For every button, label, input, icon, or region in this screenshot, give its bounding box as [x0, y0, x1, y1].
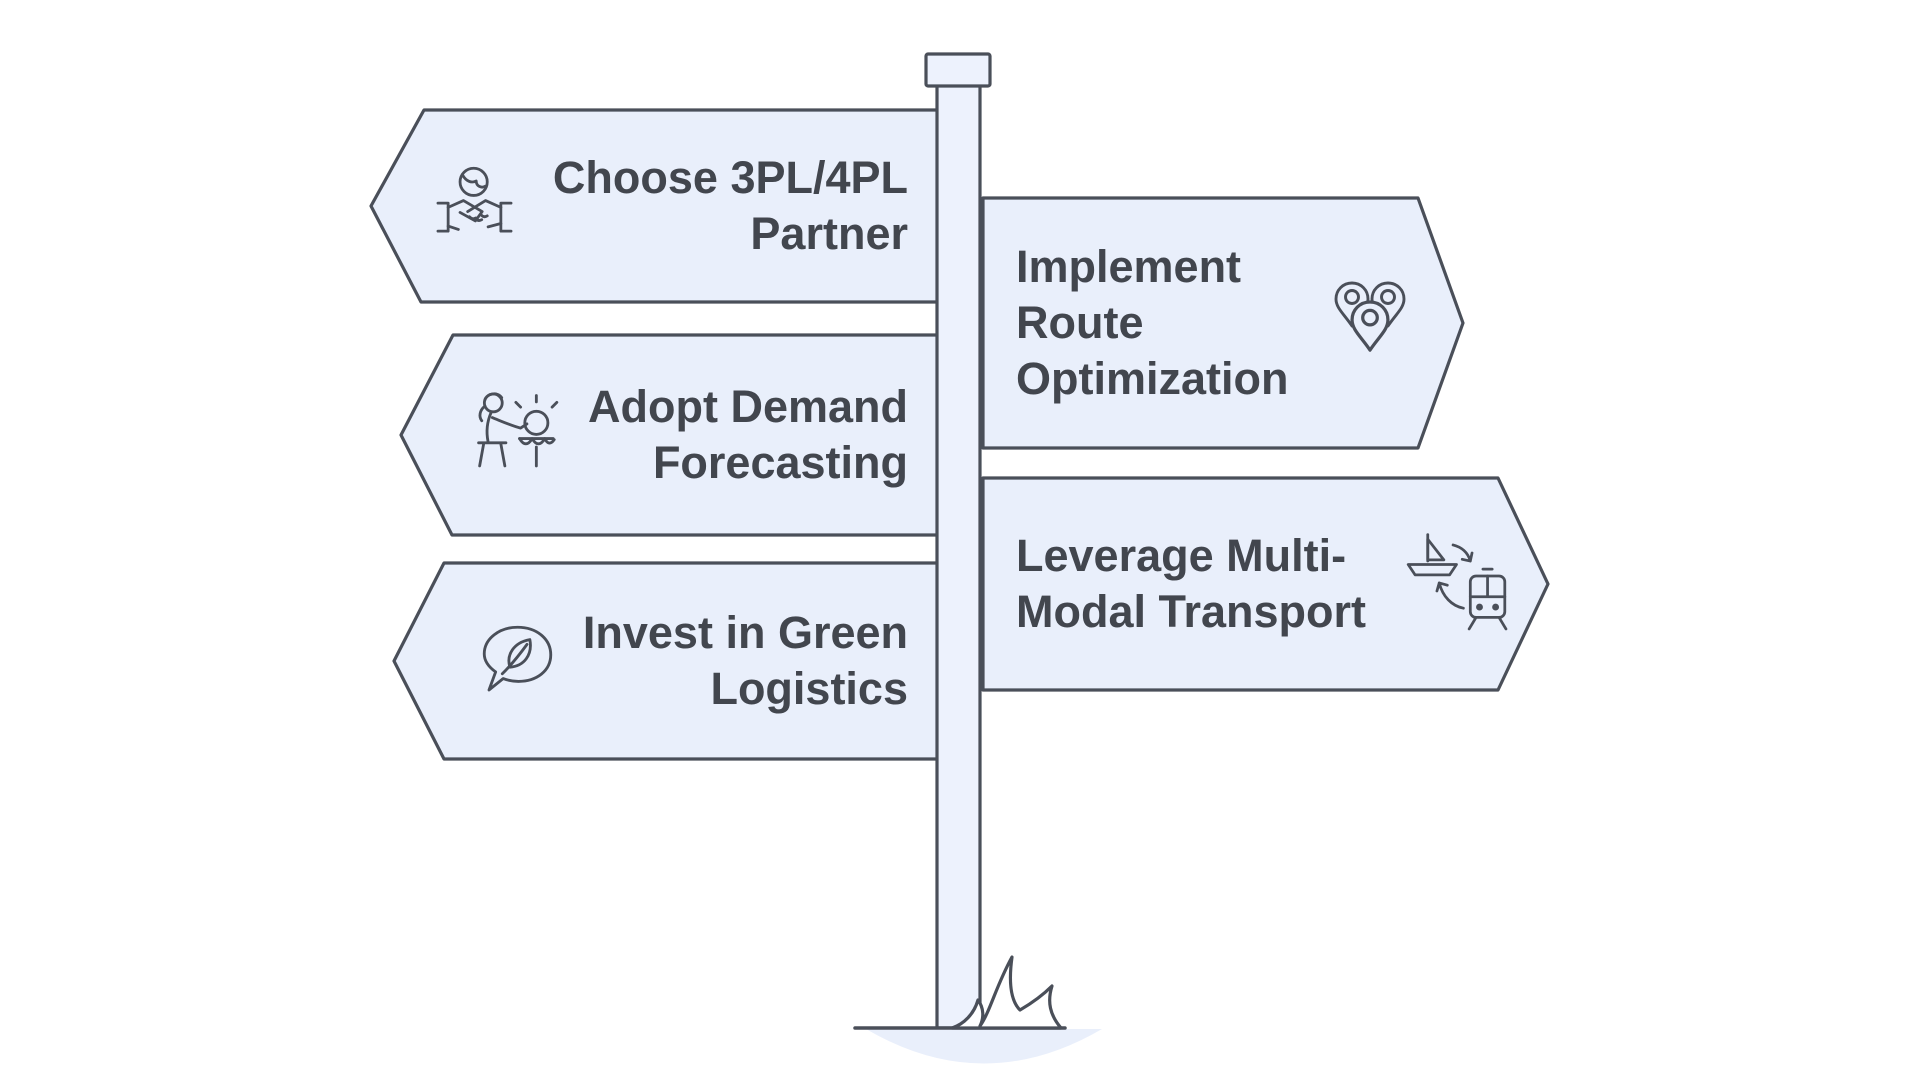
sign-label-line: Partner	[750, 208, 908, 259]
map-pins-icon	[1334, 281, 1406, 352]
pole	[935, 82, 982, 1030]
sign-label-line: Forecasting	[652, 437, 908, 488]
sign-label-line: Adopt Demand	[588, 381, 908, 432]
leaf-speech-bubble-icon	[482, 625, 553, 692]
sign-invest-green-logistics	[392, 561, 944, 761]
sign-label-line: Modal Transport	[1016, 586, 1367, 637]
globe-handshake-icon	[436, 166, 513, 233]
ground-mound	[866, 1029, 1102, 1064]
sign-adopt-demand-forecasting	[399, 333, 944, 537]
sign-label-invest-green-logistics: Invest in Green Logistics	[508, 605, 908, 717]
sign-label-implement-route-optimization: Implement Route Optimization	[1016, 239, 1436, 407]
sign-choose-3pl-4pl-partner	[369, 108, 944, 304]
sign-label-line: Route	[1016, 297, 1144, 348]
grass-tuft	[950, 955, 1063, 1030]
sign-label-line: Optimization	[1016, 353, 1289, 404]
ship-train-transfer-icon	[1406, 533, 1508, 631]
sign-implement-route-optimization	[981, 196, 1465, 450]
sign-label-line: Invest in Green	[582, 607, 908, 658]
sign-label-leverage-multi-modal: Leverage Multi- Modal Transport	[1016, 528, 1456, 640]
pole-cap	[924, 52, 992, 88]
sign-label-choose-3pl-4pl-partner: Choose 3PL/4PL Partner	[508, 150, 908, 262]
sign-label-line: Leverage Multi-	[1016, 530, 1347, 581]
crystal-ball-forecast-icon	[477, 392, 559, 468]
sign-label-line: Implement	[1016, 241, 1242, 292]
sign-label-line: Logistics	[710, 663, 908, 714]
sign-leverage-multi-modal	[981, 476, 1550, 692]
sign-label-adopt-demand-forecasting: Adopt Demand Forecasting	[508, 379, 908, 491]
sign-label-line: Choose 3PL/4PL	[552, 152, 908, 203]
